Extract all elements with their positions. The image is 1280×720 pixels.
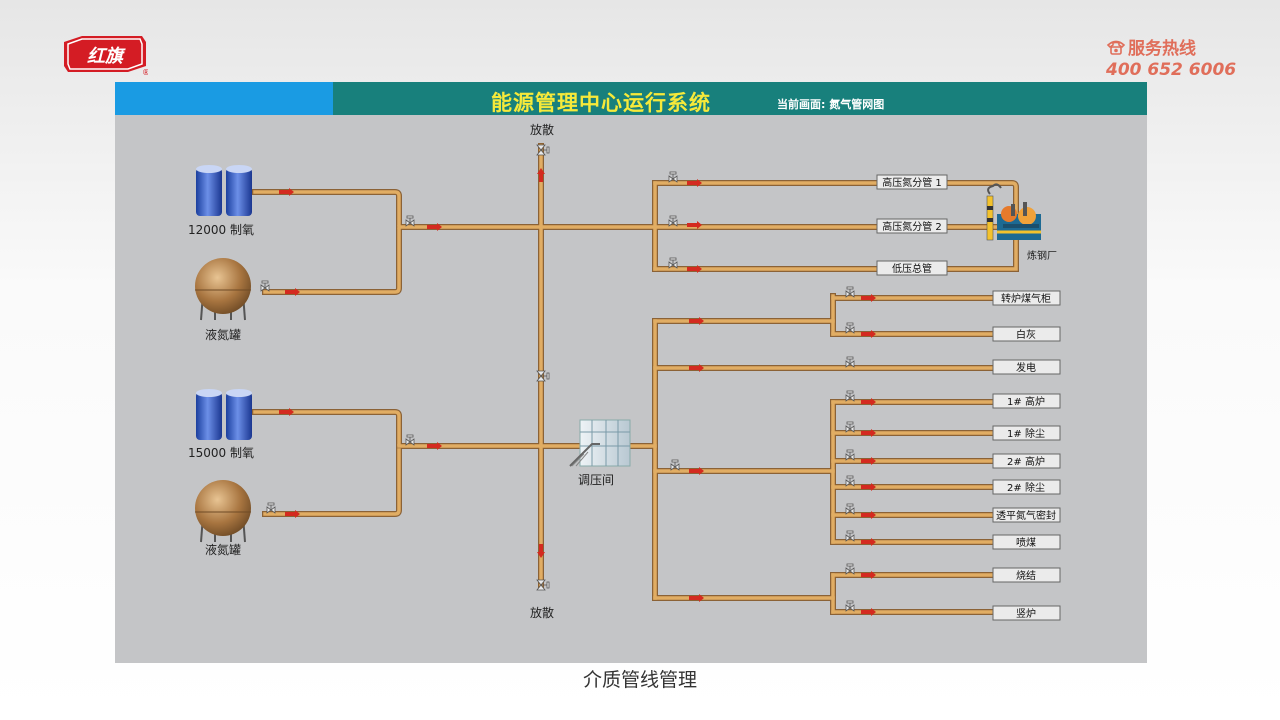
valve-icon[interactable] [266,502,276,514]
valve-icon[interactable] [845,563,855,575]
valve-icon[interactable] [845,390,855,402]
valve-icon[interactable] [668,257,678,269]
page-caption: 介质管线管理 [582,669,697,691]
consumer-labels: 转炉煤气柜 白灰 发电 1# 高炉 1# 除尘 2# 高炉 2# 除尘 透平氮气… [992,290,1061,621]
consumer-box[interactable] [992,290,1061,306]
phone-icon [1106,40,1126,55]
valve-icon[interactable] [845,449,855,461]
hotline-label: 服务热线 [1128,39,1196,59]
valves [260,144,855,612]
header-bar [333,82,1147,115]
consumer-box[interactable] [992,534,1061,550]
liquid-nitrogen-tank-2-icon[interactable] [195,480,251,543]
logo-text: 红旗 [87,46,126,67]
consumer-box[interactable] [992,567,1061,583]
pressure-regulator-building-icon[interactable] [569,419,631,467]
valve-icon[interactable] [845,356,855,368]
oxygen-plant-1-icon[interactable] [196,165,252,216]
valve-icon[interactable] [536,370,550,382]
branch-box-2[interactable] [876,218,948,234]
valve-icon[interactable] [536,579,550,591]
consumer-label: 转炉煤气柜 [1001,292,1051,305]
valve-icon[interactable] [405,434,415,446]
consumer-label: 1# 除尘 [1007,427,1045,440]
consumer-label: 喷煤 [1016,536,1036,549]
svg-text:®: ® [142,68,148,76]
liquid-nitrogen-tank-2-label: 液氮罐 [205,542,241,557]
consumer-box[interactable] [992,507,1061,523]
consumer-box[interactable] [992,605,1061,621]
valve-icon[interactable] [670,459,680,471]
vent-bottom-label: 放散 [530,605,554,620]
consumer-label: 1# 高炉 [1007,395,1045,408]
consumer-box[interactable] [992,453,1061,469]
hotline-number: 400 652 6006 [1106,60,1237,80]
current-page: 氮气管网图 [829,98,885,111]
consumer-label: 透平氮气密封 [996,509,1056,522]
regulator-label: 调压间 [578,473,614,487]
consumer-label: 竖炉 [1016,608,1036,620]
consumer-label: 白灰 [1016,328,1036,341]
branch-label-1: 高压氮分管 1 [882,176,942,189]
steel-plant-label: 炼钢厂 [1027,249,1057,262]
consumer-box[interactable] [992,479,1061,495]
valve-icon[interactable] [845,475,855,487]
hongqi-logo: 红旗 ® [62,36,150,77]
consumer-label: 发电 [1016,361,1036,374]
valve-icon[interactable] [405,215,415,227]
consumer-label: 2# 高炉 [1007,455,1045,468]
steel-branch-labels: 高压氮分管 1 高压氮分管 2 低压总管 [876,174,948,276]
valve-icon[interactable] [845,286,855,298]
liquid-nitrogen-tank-1-label: 液氮罐 [205,327,241,342]
valve-icon[interactable] [668,171,678,183]
valve-icon[interactable] [845,503,855,515]
liquid-nitrogen-tank-1-icon[interactable] [195,258,251,321]
valve-icon[interactable] [260,280,270,292]
header-left-block [115,82,333,115]
consumer-label: 烧结 [1016,569,1036,582]
consumer-box[interactable] [992,326,1061,342]
nitrogen-network-diagram: 12000 制氧 液氮罐 15000 制氧 液氮罐 放散 放散 调压间 炼钢厂 … [188,122,1061,621]
branch-box-1[interactable] [876,174,948,190]
vent-top-label: 放散 [530,122,554,137]
flow-arrows [279,168,876,616]
valve-icon[interactable] [536,144,550,156]
oxygen-plant-1-label: 12000 制氧 [188,223,254,237]
oxygen-plant-2-icon[interactable] [196,389,252,440]
valve-icon[interactable] [845,530,855,542]
current-page-indicator: 当前画面: 氮气管网图 [777,96,884,112]
oxygen-plant-2-label: 15000 制氧 [188,446,254,460]
hotline: 服务热线 400 652 6006 [1106,34,1236,80]
branch-label-3: 低压总管 [892,262,932,275]
consumer-box[interactable] [992,425,1061,441]
valve-icon[interactable] [845,322,855,334]
valve-icon[interactable] [668,215,678,227]
current-label: 当前画面: [777,98,826,111]
scada-panel: 能源管理中心运行系统 当前画面: 氮气管网图 [115,82,1147,663]
branch-label-2: 高压氮分管 2 [882,220,942,233]
valve-icon[interactable] [845,600,855,612]
consumer-box[interactable] [992,359,1061,375]
consumer-label: 2# 除尘 [1007,481,1045,494]
steel-plant-icon[interactable] [986,183,1041,241]
system-title: 能源管理中心运行系统 [491,91,711,115]
consumer-box[interactable] [992,393,1061,409]
branch-box-3[interactable] [876,260,948,276]
valve-icon[interactable] [845,421,855,433]
